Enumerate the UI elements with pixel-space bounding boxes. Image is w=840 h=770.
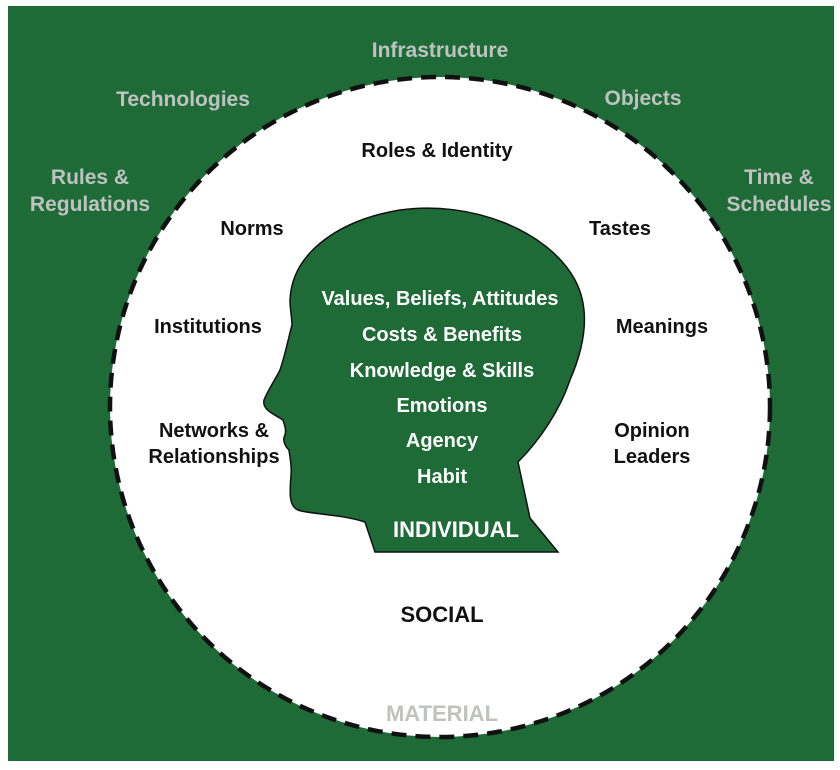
habit-label: Habit bbox=[417, 466, 467, 488]
opinion-line1: Opinion bbox=[614, 420, 690, 442]
networks-line1: Networks & bbox=[158, 420, 270, 442]
knowledge-skills-label: Knowledge & Skills bbox=[349, 360, 535, 382]
rules-regulations-label: Rules & Regulations bbox=[30, 164, 150, 219]
opinion-leaders-label: Opinion Leaders bbox=[614, 418, 691, 470]
tastes-label: Tastes bbox=[589, 218, 651, 240]
social-title: SOCIAL bbox=[400, 602, 484, 627]
costs-benefits-label: Costs & Benefits bbox=[361, 324, 523, 346]
emotions-label: Emotions bbox=[396, 395, 488, 417]
head-silhouette bbox=[263, 207, 586, 553]
institutions-label: Institutions bbox=[154, 316, 262, 338]
meanings-label: Meanings bbox=[615, 316, 709, 338]
rules-line2: Regulations bbox=[29, 193, 151, 217]
technologies-label: Technologies bbox=[116, 88, 250, 111]
time-line1: Time & bbox=[744, 166, 814, 189]
roles-identity-label: Roles & Identity bbox=[361, 140, 513, 162]
objects-label: Objects bbox=[604, 87, 682, 110]
individual-title: INDIVIDUAL bbox=[393, 517, 519, 542]
networks-relationships-label: Networks & Relationships bbox=[148, 418, 279, 470]
time-schedules-label: Time & Schedules bbox=[726, 164, 831, 219]
material-title: MATERIAL bbox=[385, 701, 499, 726]
opinion-line2: Leaders bbox=[613, 446, 691, 468]
infrastructure-label: Infrastructure bbox=[371, 39, 509, 62]
rules-line1: Rules & bbox=[50, 166, 130, 189]
norms-label: Norms bbox=[220, 218, 284, 240]
time-line2: Schedules bbox=[726, 193, 832, 217]
networks-line2: Relationships bbox=[148, 446, 280, 468]
agency-label: Agency bbox=[405, 430, 479, 452]
values-beliefs-attitudes-label: Values, Beliefs, Attitudes bbox=[321, 288, 559, 310]
